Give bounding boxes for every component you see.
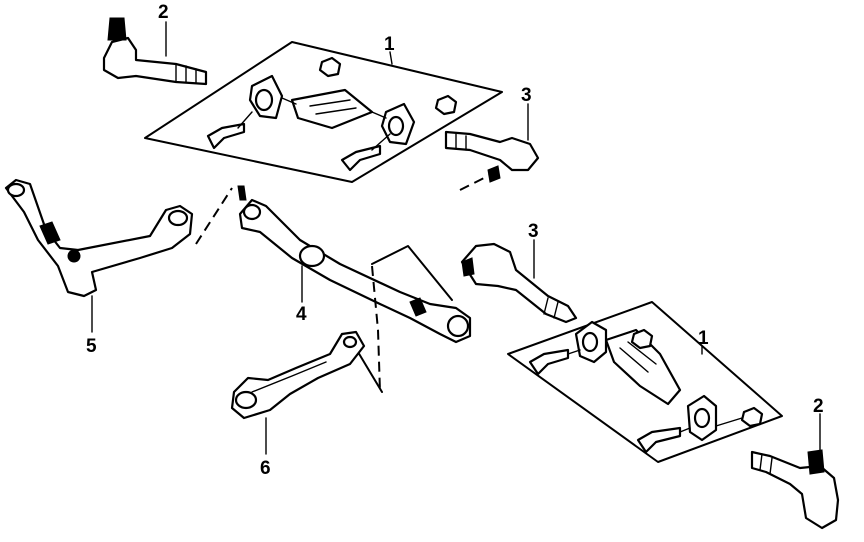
upper-kit-outline [144, 41, 503, 183]
upper-inner-tie-rod-cotter [487, 165, 501, 183]
lower-kit-outline [507, 301, 783, 463]
callout-4-center-link: 4 [296, 304, 307, 325]
leader-1a [389, 51, 393, 65]
line-center-to-idler [371, 265, 381, 393]
callout-1-upper-sleeve-kit: 1 [384, 34, 395, 55]
upper-kit-leaders [237, 97, 391, 151]
pitman-arm [4, 178, 194, 298]
upper-bolt-2 [340, 144, 382, 172]
callout-6-idler-arm: 6 [260, 458, 271, 479]
upper-sleeve-detail [309, 99, 357, 115]
lower-inner-tie-rod-end [460, 242, 578, 324]
lower-inner-tie-rod-thread [543, 297, 559, 319]
idler-arm [230, 330, 366, 420]
upper-clamp-left-hole [254, 88, 274, 112]
lower-clamp-left-hole [581, 331, 599, 353]
upper-nut-1 [318, 56, 342, 78]
upper-outer-tie-rod-thread [175, 63, 197, 84]
lower-outer-tie-rod-end [750, 449, 840, 530]
callout-2-upper-outer-tie-rod-end: 2 [158, 2, 169, 23]
lower-sleeve-kit-group [507, 301, 783, 463]
lower-sleeve-detail [619, 341, 657, 373]
lower-outer-tie-rod-thread [759, 453, 773, 475]
center-link [237, 185, 472, 344]
upper-outer-tie-rod-end [102, 17, 208, 86]
center-link-stud [409, 297, 427, 317]
center-link-body [238, 198, 472, 344]
upper-outer-tie-rod-stud [107, 17, 127, 41]
callout-5-pitman-arm: 5 [86, 336, 97, 357]
upper-inner-tie-rod-end [444, 130, 540, 191]
line-pitman-to-center [195, 187, 233, 245]
center-link-left-eye [242, 203, 262, 221]
lower-bolt-2 [636, 426, 682, 454]
upper-inner-tie-rod-body [444, 130, 540, 172]
pitman-arm-nut [67, 249, 81, 263]
idler-arm-ball-hole [342, 335, 358, 349]
pitman-arm-spline [39, 221, 61, 245]
upper-sleeve-kit-group [144, 41, 503, 183]
center-link-left-stud [237, 185, 247, 201]
upper-outer-tie-rod-body [102, 36, 208, 86]
callout-2-lower-outer-tie-rod-end: 2 [813, 396, 824, 417]
lower-nut-2 [740, 406, 764, 428]
lower-clamp-right-hole [693, 407, 711, 429]
callout-3-lower-inner-tie-rod-end: 3 [528, 221, 539, 242]
idler-arm-body [230, 330, 366, 420]
upper-clamp-right-hole [387, 115, 405, 137]
upper-inner-tie-rod-thread [455, 133, 467, 151]
callout-1-lower-sleeve-kit: 1 [698, 328, 709, 349]
callout-3-upper-inner-tie-rod-end: 3 [521, 85, 532, 106]
pitman-arm-ball-hole [167, 209, 189, 227]
lower-inner-tie-rod-body [460, 242, 578, 324]
idler-arm-rib [251, 361, 327, 393]
upper-adjuster-sleeve [290, 88, 374, 130]
line-center-to-tierod [371, 245, 453, 301]
center-link-right-eye [446, 314, 470, 338]
leader-lines [91, 21, 821, 455]
upper-bolt-1 [206, 122, 246, 150]
lower-kit-leaders [567, 349, 743, 433]
pitman-arm-top-hole [6, 182, 26, 198]
lower-bolt-1 [528, 348, 570, 376]
center-link-mid-eye [298, 244, 326, 268]
idler-arm-bushing [234, 390, 258, 410]
upper-nut-2 [434, 94, 458, 116]
lower-outer-tie-rod-body [750, 450, 840, 530]
pitman-arm-body [4, 178, 194, 298]
lower-nut-1 [630, 328, 654, 350]
lower-outer-tie-rod-stud [807, 449, 825, 475]
lower-inner-tie-rod-stud [461, 257, 475, 277]
callout-labels: 1 2 3 3 4 5 1 6 2 [86, 2, 824, 479]
